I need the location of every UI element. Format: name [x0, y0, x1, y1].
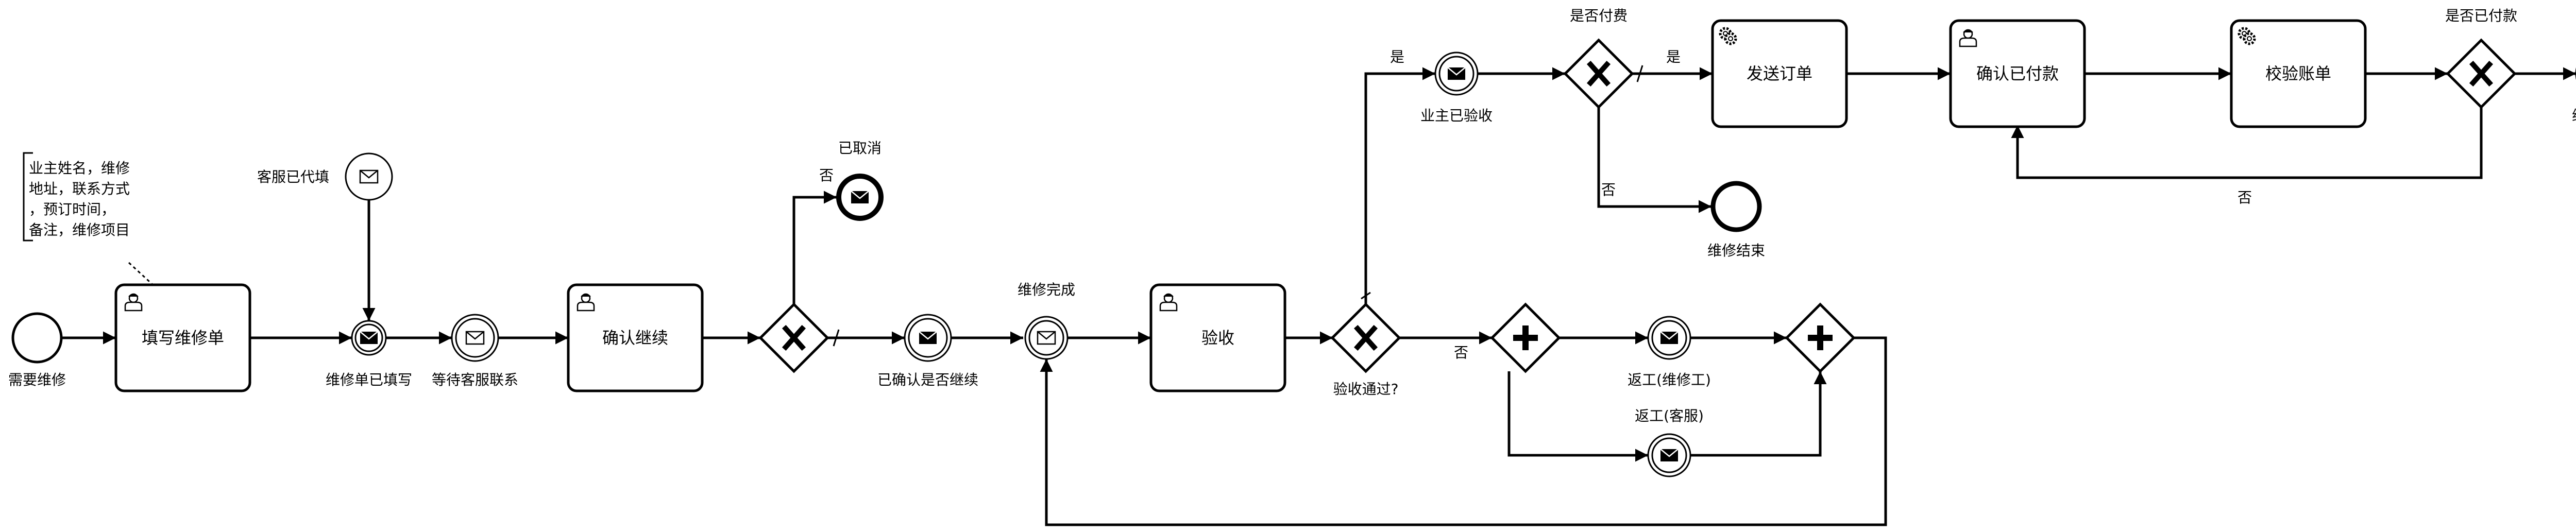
gateway-label: 验收通过? — [1333, 381, 1399, 398]
x-icon — [782, 324, 806, 351]
flow-label: 否 — [1454, 344, 1468, 361]
envelope-icon — [359, 169, 379, 184]
flow-label: 否 — [819, 167, 834, 184]
envelope-icon — [1447, 66, 1466, 81]
envelope-icon — [359, 331, 379, 345]
annotation-line: 业主姓名，维修 — [29, 160, 130, 177]
event-label: 维修完成 — [1018, 281, 1075, 298]
envelope-icon — [1037, 331, 1056, 345]
envelope-icon — [1659, 448, 1679, 462]
message-event-service-filled[interactable] — [345, 152, 393, 201]
task-acceptance[interactable]: 验收 — [1149, 283, 1286, 392]
event-label: 维修结束 — [1707, 242, 1765, 259]
message-event-wait-contact[interactable] — [451, 314, 499, 362]
gateway-label: 是否付费 — [1570, 7, 1628, 24]
flow-label: 否 — [1601, 181, 1616, 198]
event-label: 已取消 — [838, 140, 882, 157]
annotation-line: ，预订时间， — [29, 201, 115, 218]
annotation-line: 地址，联系方式 — [29, 180, 130, 197]
annotation-line: 备注，维修项目 — [29, 221, 130, 238]
message-event-owner-accepted[interactable] — [1434, 52, 1479, 96]
task-fill-order[interactable]: 填写维修单 — [114, 283, 251, 392]
flow-label: 是 — [1390, 48, 1404, 65]
event-label: 客服已代填 — [257, 168, 329, 185]
end-event-cancelled[interactable] — [836, 174, 884, 221]
x-icon — [2469, 60, 2494, 87]
task-label: 填写维修单 — [142, 328, 224, 348]
message-event-repair-done[interactable] — [1024, 316, 1069, 360]
exclusive-gateway-accept-passed[interactable] — [1330, 302, 1401, 373]
end-event-repair-top[interactable] — [1710, 181, 1762, 232]
task-send-order[interactable]: 发送订单 — [1711, 19, 1848, 128]
envelope-icon — [465, 331, 485, 345]
gateway-label: 是否已付款 — [2445, 7, 2517, 24]
envelope-icon — [918, 331, 938, 345]
flow-label: 否 — [2238, 189, 2252, 206]
plus-icon — [1808, 325, 1833, 350]
task-label: 校验账单 — [2265, 64, 2331, 83]
start-event-need-repair[interactable] — [11, 312, 63, 364]
flow-label: 是 — [1666, 48, 1681, 65]
exclusive-gateway-continue[interactable] — [758, 302, 829, 373]
exclusive-gateway-already-paid[interactable] — [2446, 38, 2517, 109]
event-label: 业主已验收 — [1420, 107, 1493, 124]
message-event-confirmed-continue[interactable] — [904, 314, 952, 362]
task-verify-bill[interactable]: 校验账单 — [2230, 19, 2367, 128]
x-icon — [1586, 60, 1611, 87]
envelope-icon — [850, 190, 870, 204]
task-label: 发送订单 — [1747, 64, 1812, 83]
parallel-gateway-join[interactable] — [1785, 302, 1856, 373]
exclusive-gateway-paid[interactable] — [1563, 38, 1634, 109]
text-annotation: 业主姓名，维修 地址，联系方式 ，预订时间， 备注，维修项目 — [23, 152, 156, 287]
task-label: 验收 — [1201, 328, 1234, 348]
task-label: 确认继续 — [602, 328, 668, 348]
event-label: 返工(维修工) — [1628, 371, 1711, 388]
envelope-icon — [1659, 331, 1679, 345]
parallel-gateway-split[interactable] — [1490, 302, 1561, 373]
event-label: 维修结束 — [2572, 107, 2576, 124]
start-event-label: 需要维修 — [8, 371, 66, 388]
x-icon — [1353, 324, 1378, 351]
event-label: 返工(客服) — [1635, 407, 1704, 424]
message-event-rework-service[interactable] — [1647, 433, 1691, 477]
event-label: 已确认是否继续 — [877, 371, 978, 388]
event-label: 等待客服联系 — [432, 371, 518, 388]
message-event-order-filled[interactable] — [351, 320, 387, 356]
sequence-flows — [61, 65, 2576, 526]
task-confirm-paid[interactable]: 确认已付款 — [1949, 19, 2086, 128]
task-label: 确认已付款 — [1976, 64, 2059, 83]
message-event-rework-worker[interactable] — [1647, 316, 1691, 360]
plus-icon — [1513, 325, 1538, 350]
event-label: 维修单已填写 — [326, 371, 412, 388]
task-confirm-continue[interactable]: 确认继续 — [567, 283, 704, 392]
